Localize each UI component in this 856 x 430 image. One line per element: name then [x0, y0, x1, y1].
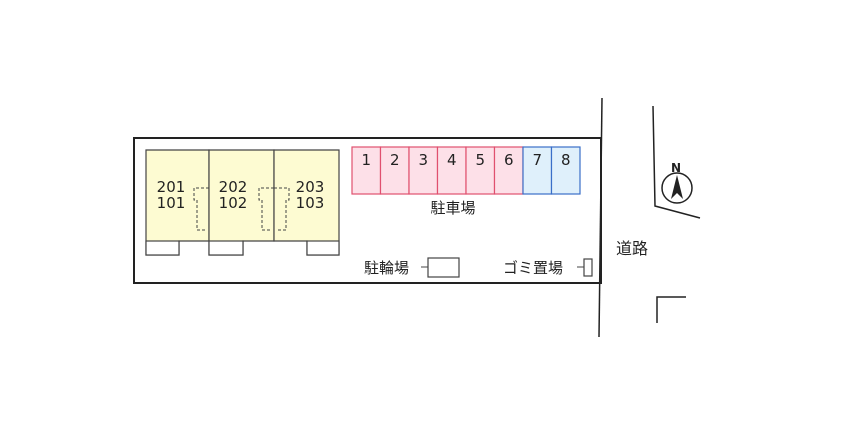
balcony-1	[145, 240, 180, 256]
unit-1-lower-label: 101	[157, 194, 186, 212]
compass-icon: N	[661, 161, 693, 204]
parking-space-number: 1	[361, 151, 371, 169]
parking-label: 駐車場	[430, 199, 475, 217]
unit-3-upper-label: 203	[296, 178, 325, 196]
parking-space-number: 2	[390, 151, 400, 169]
bicycle-parking-area	[427, 257, 460, 278]
road-label: 道路	[616, 239, 648, 258]
unit-2-upper-label: 202	[219, 178, 248, 196]
parking-space-number: 5	[475, 151, 485, 169]
stair-2	[258, 187, 274, 231]
parking-space-number: 3	[418, 151, 428, 169]
parking-space-7	[522, 146, 553, 195]
parking-space-8	[550, 146, 581, 195]
road-edge-east-lower	[656, 296, 686, 323]
road-edge-west	[598, 97, 603, 338]
parking-space-number: 6	[504, 151, 514, 169]
building: 201 101 202 102 203 103	[145, 149, 340, 256]
parking-space-2	[379, 146, 410, 195]
balcony-2	[208, 240, 244, 256]
parking-space-number: 7	[532, 151, 542, 169]
road-edge-east-upper	[652, 105, 701, 219]
stair-1	[193, 187, 209, 231]
garbage-area-label: ゴミ置場	[503, 259, 563, 277]
balcony-3	[306, 240, 340, 256]
stair-3	[274, 187, 290, 231]
parking-space-6	[493, 146, 524, 195]
bicycle-parking-label: 駐輪場	[364, 259, 409, 277]
unit-3-lower-label: 103	[296, 194, 325, 212]
garbage-area	[583, 258, 593, 277]
compass-north-label: N	[671, 161, 681, 175]
unit-2-lower-label: 102	[219, 194, 248, 212]
unit-1-upper-label: 201	[157, 178, 186, 196]
parking-space-number: 8	[561, 151, 571, 169]
parking-space-number: 4	[447, 151, 457, 169]
